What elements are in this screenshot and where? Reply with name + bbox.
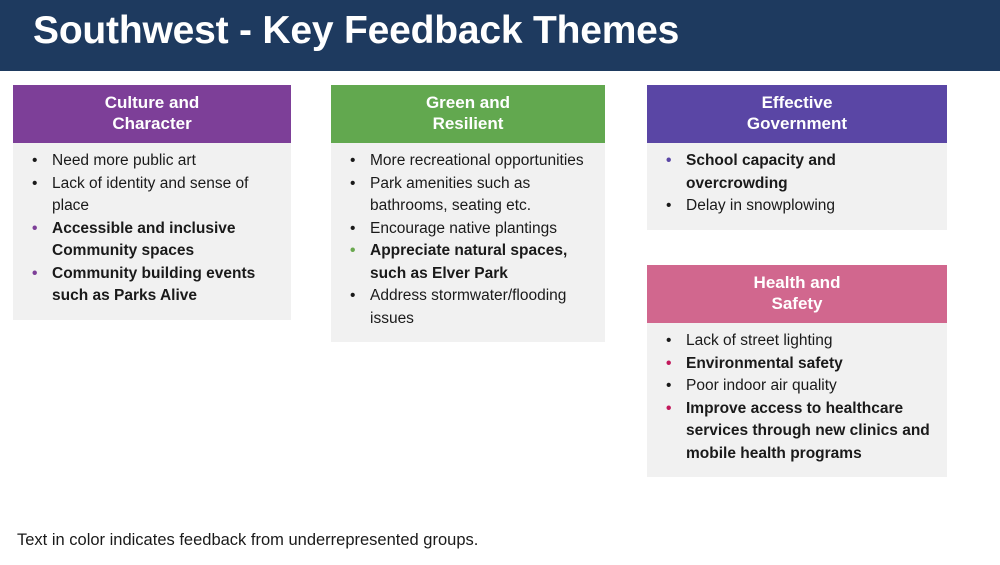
theme-card-health-title-line2: Safety — [771, 294, 823, 313]
list-item: • More recreational opportunities — [339, 150, 597, 173]
theme-card-green-title-line2: Resilient — [432, 114, 504, 133]
legend-footnote: Text in color indicates feedback from un… — [17, 531, 479, 549]
theme-card-government-title-line1: Effective — [761, 93, 833, 112]
bullet-icon: • — [350, 174, 356, 192]
list-item: • Poor indoor air quality — [655, 375, 939, 398]
theme-card-health-bullets: • Lack of street lighting • Environmenta… — [647, 323, 947, 477]
list-item: • Address stormwater/flooding issues — [339, 285, 597, 330]
theme-card-culture-bullets: • Need more public art • Lack of identit… — [13, 143, 291, 320]
list-item-text: Improve access to healthcare services th… — [686, 399, 930, 462]
list-item-highlighted: • School capacity and overcrowding — [655, 150, 939, 195]
list-item: • Encourage native plantings — [339, 218, 597, 241]
bullet-icon: • — [666, 354, 672, 372]
list-item: • Lack of street lighting — [655, 330, 939, 353]
bullet-icon: • — [350, 219, 356, 237]
theme-card-culture-title-line2: Character — [112, 114, 192, 133]
bullet-icon: • — [666, 332, 672, 349]
bullet-icon: • — [666, 377, 672, 394]
theme-card-green: Green and Resilient • More recreational … — [331, 85, 605, 342]
list-item-text: School capacity and overcrowding — [686, 152, 836, 192]
list-item-text: Lack of identity and sense of place — [52, 174, 249, 215]
theme-card-culture-header: Culture and Character — [13, 85, 291, 143]
list-item-text: Appreciate natural spaces, such as Elver… — [370, 242, 568, 282]
list-item-text: Accessible and inclusive Community space… — [52, 219, 236, 260]
theme-card-culture-title-line1: Culture and — [104, 93, 200, 112]
list-item: • Delay in snowplowing — [655, 195, 939, 218]
list-item-text: Encourage native plantings — [370, 219, 557, 237]
list-item-text: Address stormwater/flooding issues — [370, 287, 567, 327]
theme-card-green-bullets: • More recreational opportunities • Park… — [331, 143, 605, 342]
bullet-icon: • — [350, 287, 356, 304]
list-item-text: Lack of street lighting — [686, 332, 833, 349]
bullet-icon: • — [350, 152, 356, 169]
list-item-highlighted: • Appreciate natural spaces, such as Elv… — [339, 240, 597, 285]
theme-card-green-title-line1: Green and — [425, 93, 511, 112]
theme-card-government: Effective Government • School capacity a… — [647, 85, 947, 230]
list-item-highlighted: • Accessible and inclusive Community spa… — [21, 218, 283, 263]
theme-card-government-title-line2: Government — [746, 114, 848, 133]
bullet-icon: • — [32, 174, 38, 192]
page-title: Southwest - Key Feedback Themes — [33, 9, 680, 52]
list-item-text: More recreational opportunities — [370, 152, 584, 169]
list-item-text: Community building events such as Parks … — [52, 264, 256, 305]
list-item-highlighted: • Improve access to healthcare services … — [655, 398, 939, 466]
theme-card-government-bullets: • School capacity and overcrowding • Del… — [647, 143, 947, 230]
list-item-highlighted: • Environmental safety — [655, 353, 939, 376]
list-item-text: Park amenities such as bathrooms, seatin… — [370, 174, 532, 215]
bullet-icon: • — [32, 219, 38, 237]
theme-card-government-header: Effective Government — [647, 85, 947, 143]
list-item-text: Environmental safety — [686, 354, 843, 372]
bullet-icon: • — [32, 264, 38, 282]
list-item-text: Poor indoor air quality — [686, 377, 837, 394]
bullet-icon: • — [32, 152, 38, 169]
list-item: • Lack of identity and sense of place — [21, 173, 283, 218]
bullet-icon: • — [666, 197, 672, 214]
theme-card-health: Health and Safety • Lack of street light… — [647, 265, 947, 477]
title-bar: Southwest - Key Feedback Themes — [0, 0, 1000, 71]
bullet-icon: • — [350, 242, 356, 259]
list-item: • Need more public art — [21, 150, 283, 173]
bullet-icon: • — [666, 152, 672, 169]
list-item-text: Need more public art — [52, 152, 196, 169]
theme-card-green-header: Green and Resilient — [331, 85, 605, 143]
theme-card-health-header: Health and Safety — [647, 265, 947, 323]
list-item-highlighted: • Community building events such as Park… — [21, 263, 283, 308]
list-item-text: Delay in snowplowing — [686, 197, 836, 214]
list-item: • Park amenities such as bathrooms, seat… — [339, 173, 597, 218]
theme-card-health-title-line1: Health and — [753, 273, 841, 292]
bullet-icon: • — [666, 399, 672, 417]
theme-card-culture: Culture and Character • Need more public… — [13, 85, 291, 320]
